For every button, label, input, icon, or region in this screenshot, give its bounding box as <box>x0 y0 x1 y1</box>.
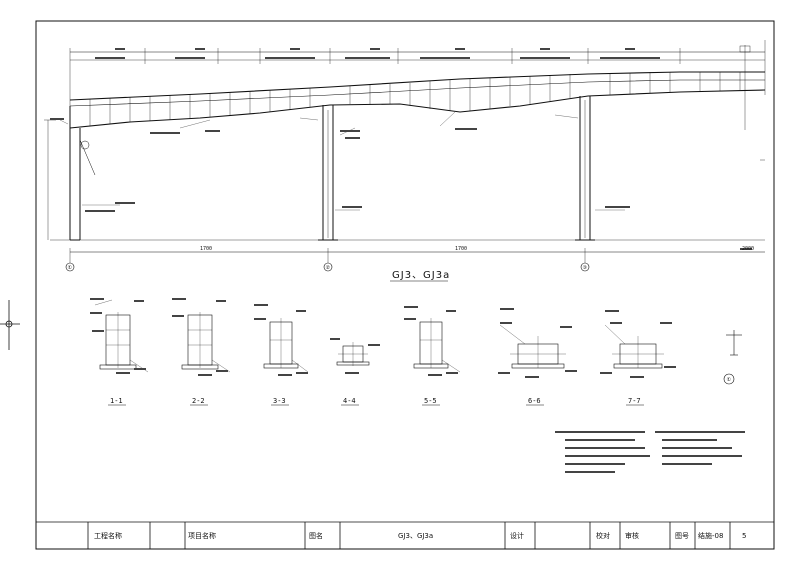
section-label-3-3: 3-3 <box>273 397 286 405</box>
grid-axis-1: ① <box>65 258 75 272</box>
section-label-6-6: 6-6 <box>528 397 541 405</box>
section-annotations <box>90 298 676 378</box>
section-4-4 <box>336 342 370 366</box>
span-dimension-2: 1700 <box>455 246 467 252</box>
section-2-2 <box>181 312 231 373</box>
svg-text:②: ② <box>326 265 331 271</box>
drawing-no-label: 图号 <box>675 532 689 540</box>
section-label-1-1: 1-1 <box>110 397 123 405</box>
detail-label: ① <box>727 377 732 383</box>
section-3-3 <box>263 318 309 373</box>
column-2 <box>318 105 338 241</box>
drawing-no-value: 结施-08 <box>698 531 723 540</box>
svg-text:③: ③ <box>583 265 588 271</box>
rafter-bottom-chord <box>69 89 766 129</box>
title-block <box>36 521 774 549</box>
span-dimension-3: 2000 <box>742 246 754 252</box>
section-7-7 <box>604 324 664 369</box>
rafter-top-chord <box>69 71 765 101</box>
section-5-5 <box>413 318 461 373</box>
dimension-annotations <box>50 48 752 250</box>
approve-label: 审核 <box>625 531 639 540</box>
section-label-4-4: 4-4 <box>343 397 356 405</box>
design-label: 设计 <box>510 531 524 540</box>
review-label: 校对 <box>596 531 610 540</box>
section-label-2-2: 2-2 <box>192 397 205 405</box>
grid-axis-2: ② <box>323 258 333 272</box>
general-notes <box>555 431 745 473</box>
outer-frame <box>35 20 775 550</box>
column-3 <box>575 96 595 241</box>
section-1-1 <box>94 299 149 373</box>
grid-axis-3: ③ <box>580 258 590 272</box>
frame-elevation <box>44 40 766 258</box>
section-6-6 <box>499 324 566 369</box>
sheet-number: 5 <box>742 532 746 540</box>
drawing-title: GJ3、GJ3a <box>392 270 450 281</box>
registration-mark <box>0 300 20 350</box>
project-name-label: 工程名称 <box>94 531 122 540</box>
svg-text:①: ① <box>68 265 73 271</box>
span-dimension-1: 1700 <box>200 246 212 252</box>
drawing-name-value: GJ3、GJ3a <box>398 532 433 540</box>
column-1 <box>69 106 81 241</box>
detail-1 <box>723 330 742 385</box>
item-name-label: 项目名称 <box>188 531 216 540</box>
section-label-5-5: 5-5 <box>424 397 437 405</box>
section-label-7-7: 7-7 <box>628 397 641 405</box>
drawing-name-label: 图名 <box>309 531 323 540</box>
